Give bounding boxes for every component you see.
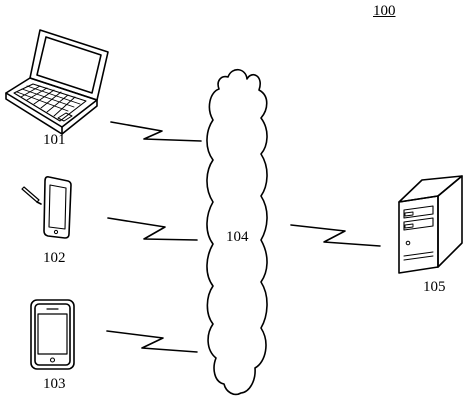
lightning-link-icon xyxy=(108,218,197,240)
lightning-link-icon xyxy=(291,225,380,246)
laptop-icon xyxy=(6,30,108,134)
server-tower-icon xyxy=(399,176,462,273)
figure-number: 100 xyxy=(373,3,396,19)
cloud-icon xyxy=(207,70,267,395)
lightning-link-icon xyxy=(107,331,197,352)
network-label: 104 xyxy=(226,229,249,245)
smartphone-icon xyxy=(31,300,74,369)
server-label: 105 xyxy=(423,279,446,295)
tablet-with-stylus-icon xyxy=(22,177,71,238)
laptop-label: 101 xyxy=(43,132,66,148)
phone-label: 103 xyxy=(43,376,66,392)
lightning-link-icon xyxy=(111,122,201,141)
tablet-label: 102 xyxy=(43,250,66,266)
